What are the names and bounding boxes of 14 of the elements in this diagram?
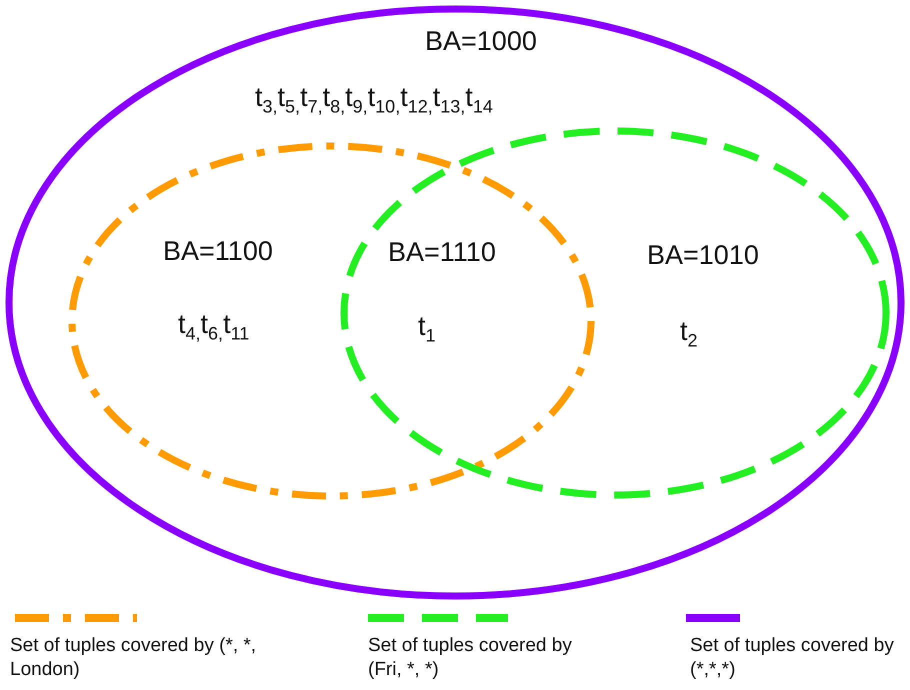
set-label: BA=1110 (388, 238, 496, 268)
set-label: BA=1010 (647, 241, 759, 271)
tuple-list: t$_{4,}$t$_{6,}$t$_{11}$ (178, 310, 250, 344)
set-label: BA=1100 (163, 237, 273, 267)
set-ellipse (340, 127, 890, 499)
tuple-list: t$_{1}$ (418, 312, 436, 346)
set-ellipse (68, 142, 595, 500)
legend-text: Set of tuples covered by (*, *, London) (10, 634, 258, 682)
set-ellipse (5, 5, 905, 600)
tuple-list: t$_{3,}$t$_{5,}$t$_{7,}$t$_{8,}$t$_{9,}$t$_{10,}$t$_{12,}$t$_{13,}$t$_{14}$ (255, 83, 493, 118)
set-label: BA=1000 (425, 27, 537, 57)
legend-text: Set of tuples covered by (*,*,*) (690, 634, 895, 682)
tuple-list: t$_{2}$ (680, 317, 698, 352)
legend-text: Set of tuples covered by (Fri, *, *) (368, 634, 573, 682)
